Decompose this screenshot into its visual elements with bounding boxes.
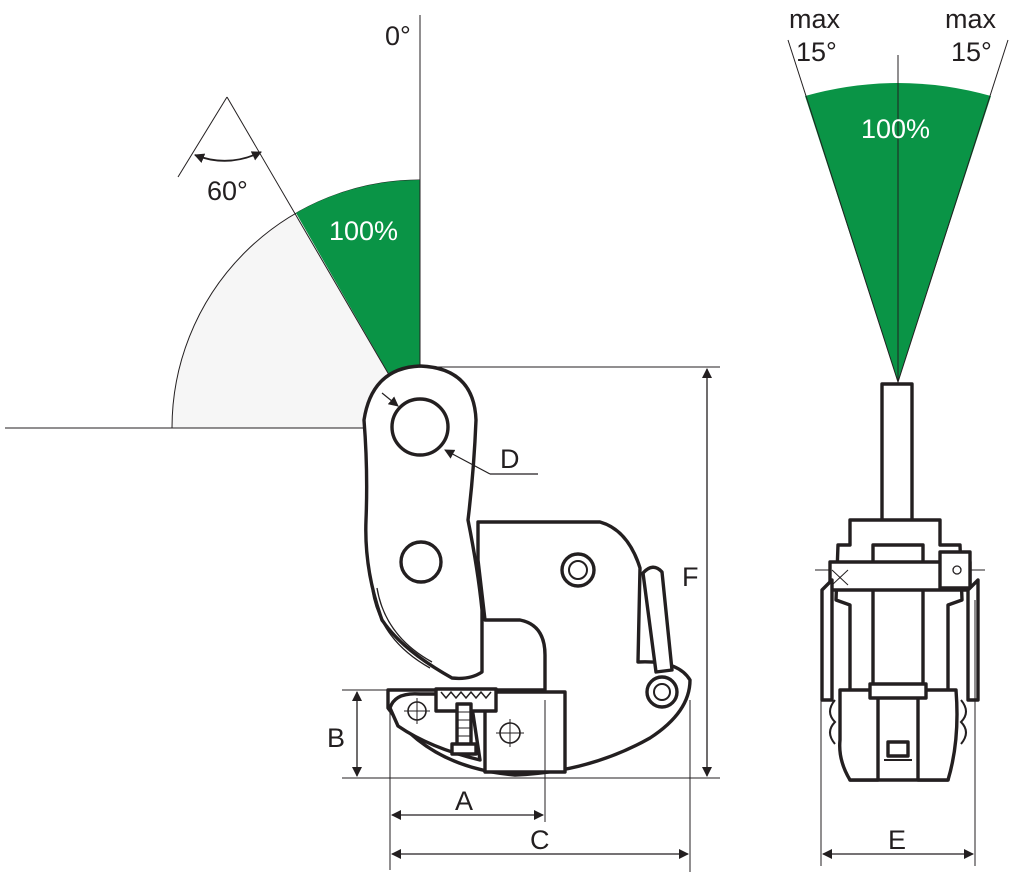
front-range-label: 100% — [861, 114, 930, 144]
max-right-label: max — [945, 4, 997, 34]
eye-hole — [390, 397, 450, 457]
pin-hole — [560, 552, 596, 588]
angle-label-60: 60° — [207, 176, 248, 206]
clamp-body — [362, 364, 692, 777]
dim-f-label: F — [682, 562, 699, 592]
max-angle-right-line — [897, 39, 1009, 383]
dim-e-label: E — [888, 825, 906, 855]
max-left-label: max — [789, 4, 841, 34]
dim-d-label: D — [500, 444, 520, 474]
front-clamp-body — [815, 382, 985, 782]
dim-b-label: B — [327, 723, 345, 753]
pivot-hole — [399, 540, 443, 584]
range-label: 100% — [329, 216, 398, 246]
angle-left-label: 15° — [796, 37, 837, 67]
dim-a-label: A — [455, 786, 473, 816]
dim-c-label: C — [530, 825, 550, 855]
angle-right-label: 15° — [951, 37, 992, 67]
max-angle-left-line — [787, 39, 899, 383]
angle-leg-perp — [177, 96, 228, 178]
side-view: 60° 0° 100% — [5, 15, 720, 872]
lever[interactable] — [641, 565, 674, 674]
front-view: max 15° max 15° 100% — [787, 4, 1009, 866]
working-range-sector — [296, 179, 420, 428]
angle-arc-60 — [194, 151, 262, 163]
vertical-label: 0° — [385, 21, 411, 51]
dim-d-leader — [444, 449, 491, 475]
